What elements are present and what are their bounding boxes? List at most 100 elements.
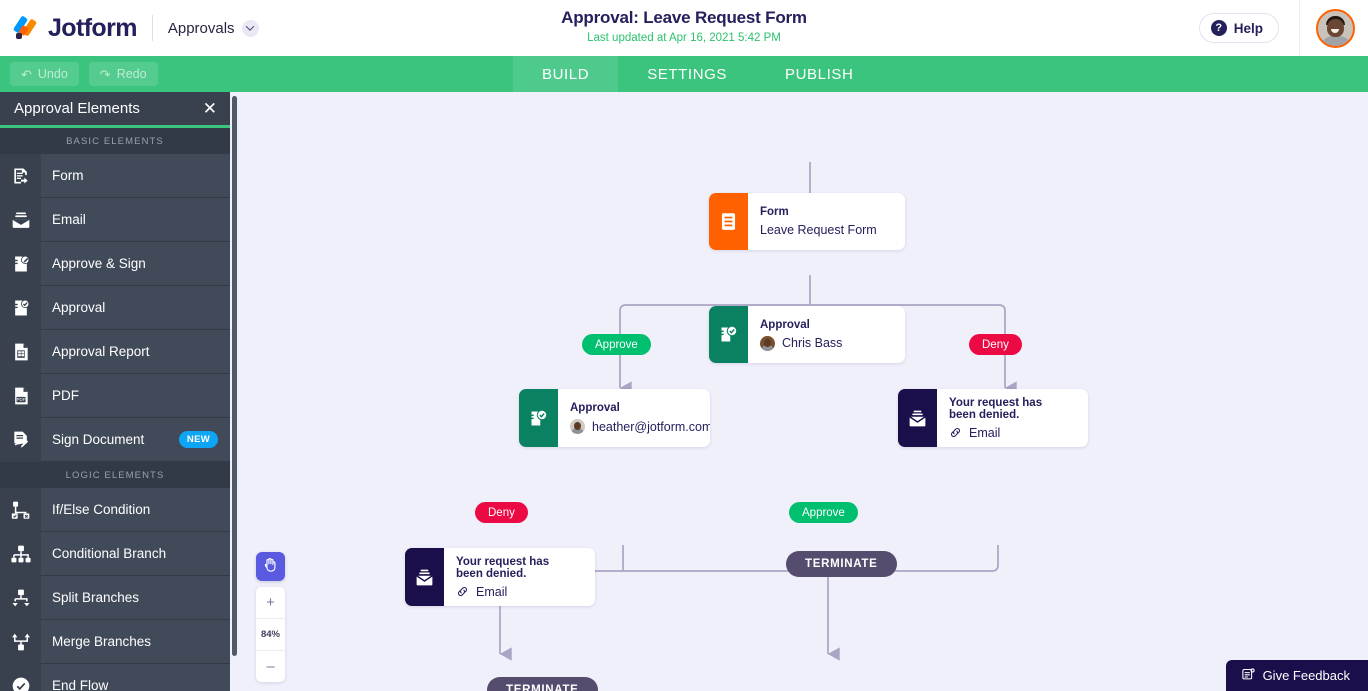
help-button[interactable]: ? Help	[1198, 13, 1279, 43]
sidebar-item-label: Email	[52, 212, 86, 227]
give-feedback-button[interactable]: Give Feedback	[1225, 660, 1368, 691]
section-label-basic: BASIC ELEMENTS	[0, 128, 230, 154]
feedback-icon	[1241, 667, 1256, 685]
assignee-avatar-icon	[570, 419, 585, 434]
pan-tool-button[interactable]	[256, 552, 285, 581]
approval-elements-sidebar: Approval Elements ✕ BASIC ELEMENTS Form …	[0, 92, 230, 691]
undo-label: Undo	[37, 67, 68, 81]
brand[interactable]: Jotform	[0, 14, 137, 43]
pill-text: Approve	[802, 506, 845, 519]
pdf-icon: PDF	[0, 373, 41, 418]
email-node-icon	[898, 389, 937, 447]
node-title: Leave Request Form	[760, 223, 877, 237]
if-else-condition-icon	[0, 487, 41, 532]
node-form[interactable]: Form Leave Request Form	[709, 193, 905, 250]
sidebar-item-pdf[interactable]: PDF PDF	[0, 373, 230, 418]
branch-label-deny-2[interactable]: Deny	[475, 502, 528, 523]
sidebar-item-merge-branches[interactable]: Merge Branches	[0, 619, 230, 664]
node-link-label: Email	[969, 425, 1001, 440]
sidebar-item-approval[interactable]: Approval	[0, 285, 230, 330]
sidebar-item-label: PDF	[52, 388, 79, 403]
split-branches-icon	[0, 575, 41, 620]
hand-pan-icon	[262, 556, 279, 578]
approval-node-icon	[709, 306, 748, 363]
brand-name: Jotform	[48, 13, 137, 42]
sidebar-item-email[interactable]: Email	[0, 197, 230, 242]
header-right-divider	[1299, 0, 1300, 56]
node-type-label: Approval	[760, 318, 810, 331]
node-type-label: Form	[760, 206, 789, 218]
node-link[interactable]: Email	[456, 585, 579, 599]
sidebar-item-form[interactable]: Form	[0, 153, 230, 198]
undo-arrow-icon: ↶	[21, 66, 32, 82]
header-divider	[151, 15, 153, 41]
node-approval-heather[interactable]: Approval heather@jotform.com	[519, 389, 710, 447]
node-email-denied-right[interactable]: Your request has been denied. Email	[898, 389, 1088, 447]
sidebar-item-label: Sign Document	[52, 432, 145, 447]
form-icon	[0, 153, 41, 198]
terminate-label: TERMINATE	[506, 684, 579, 691]
end-flow-icon	[0, 663, 41, 691]
terminate-node-right[interactable]: TERMINATE	[786, 551, 897, 577]
node-approval-chris-bass[interactable]: Approval Chris Bass	[709, 306, 905, 363]
sidebar-item-if-else-condition[interactable]: If/Else Condition	[0, 487, 230, 532]
feedback-label: Give Feedback	[1262, 668, 1350, 683]
node-assignee: heather@jotform.com	[570, 419, 710, 434]
sidebar-item-sign-document[interactable]: Sign Document NEW	[0, 417, 230, 462]
tab-settings[interactable]: SETTINGS	[647, 65, 727, 83]
jotform-logo-icon	[12, 15, 40, 41]
node-subject: Your request has been denied.	[949, 396, 1043, 421]
undo-button[interactable]: ↶ Undo	[10, 62, 79, 86]
sidebar-item-label: Approval Report	[52, 344, 150, 359]
sidebar-scrollbar[interactable]	[232, 96, 237, 656]
node-link[interactable]: Email	[949, 426, 1072, 440]
link-icon	[949, 426, 962, 439]
pill-text: Approve	[595, 338, 638, 351]
sidebar-item-conditional-branch[interactable]: Conditional Branch	[0, 531, 230, 576]
zoom-out-button[interactable]: –	[266, 658, 275, 675]
branch-label-approve-1[interactable]: Approve	[582, 334, 651, 355]
sidebar-item-end-flow[interactable]: End Flow	[0, 663, 230, 691]
sidebar-item-approve-sign[interactable]: Approve & Sign	[0, 241, 230, 286]
form-node-icon	[709, 193, 748, 250]
pill-text: Deny	[488, 506, 515, 519]
section-label-logic: LOGIC ELEMENTS	[0, 462, 230, 488]
flow-canvas[interactable]: Form Leave Request Form Approval Chris B…	[238, 92, 1368, 691]
top-header: Jotform Approvals Approval: Leave Reques…	[0, 0, 1368, 56]
sidebar-item-label: End Flow	[52, 678, 109, 691]
redo-label: Redo	[116, 67, 147, 81]
email-node-icon	[405, 548, 444, 606]
email-icon	[0, 197, 41, 242]
redo-button[interactable]: ↷ Redo	[88, 62, 158, 86]
node-approval-body: Approval Chris Bass	[748, 306, 858, 363]
branch-label-approve-2[interactable]: Approve	[789, 502, 858, 523]
sidebar-item-split-branches[interactable]: Split Branches	[0, 575, 230, 620]
avatar[interactable]	[1316, 8, 1355, 48]
sidebar-item-approval-report[interactable]: Approval Report	[0, 329, 230, 374]
merge-branches-icon	[0, 619, 41, 664]
conditional-branch-icon	[0, 531, 41, 576]
assignee-avatar-icon	[760, 335, 775, 351]
sidebar-title: Approval Elements	[14, 100, 140, 117]
node-approval-body: Approval heather@jotform.com	[558, 389, 710, 447]
assignee-name: Chris Bass	[782, 336, 843, 350]
sidebar-item-label: Merge Branches	[52, 634, 152, 649]
close-icon[interactable]: ✕	[202, 99, 217, 118]
sign-document-icon	[0, 417, 41, 462]
node-assignee: Chris Bass	[760, 335, 843, 351]
tab-build[interactable]: BUILD	[513, 56, 619, 92]
branch-label-deny-1[interactable]: Deny	[969, 334, 1022, 355]
node-email-body: Your request has been denied. Email	[937, 389, 1088, 447]
node-email-denied-bottom[interactable]: Your request has been denied. Email	[405, 548, 595, 606]
sidebar-item-label: Conditional Branch	[52, 546, 167, 561]
zoom-in-button[interactable]: +	[266, 594, 275, 611]
chevron-down-icon[interactable]	[241, 19, 259, 37]
status-badge: NEW	[178, 431, 218, 448]
product-menu[interactable]: Approvals	[167, 19, 259, 37]
node-link-label: Email	[476, 584, 508, 599]
tab-publish[interactable]: PUBLISH	[785, 65, 854, 83]
product-menu-label: Approvals	[167, 19, 235, 37]
terminate-node-bottom[interactable]: TERMINATE	[487, 677, 598, 691]
approve-sign-icon	[0, 241, 41, 286]
approval-icon	[0, 285, 41, 330]
